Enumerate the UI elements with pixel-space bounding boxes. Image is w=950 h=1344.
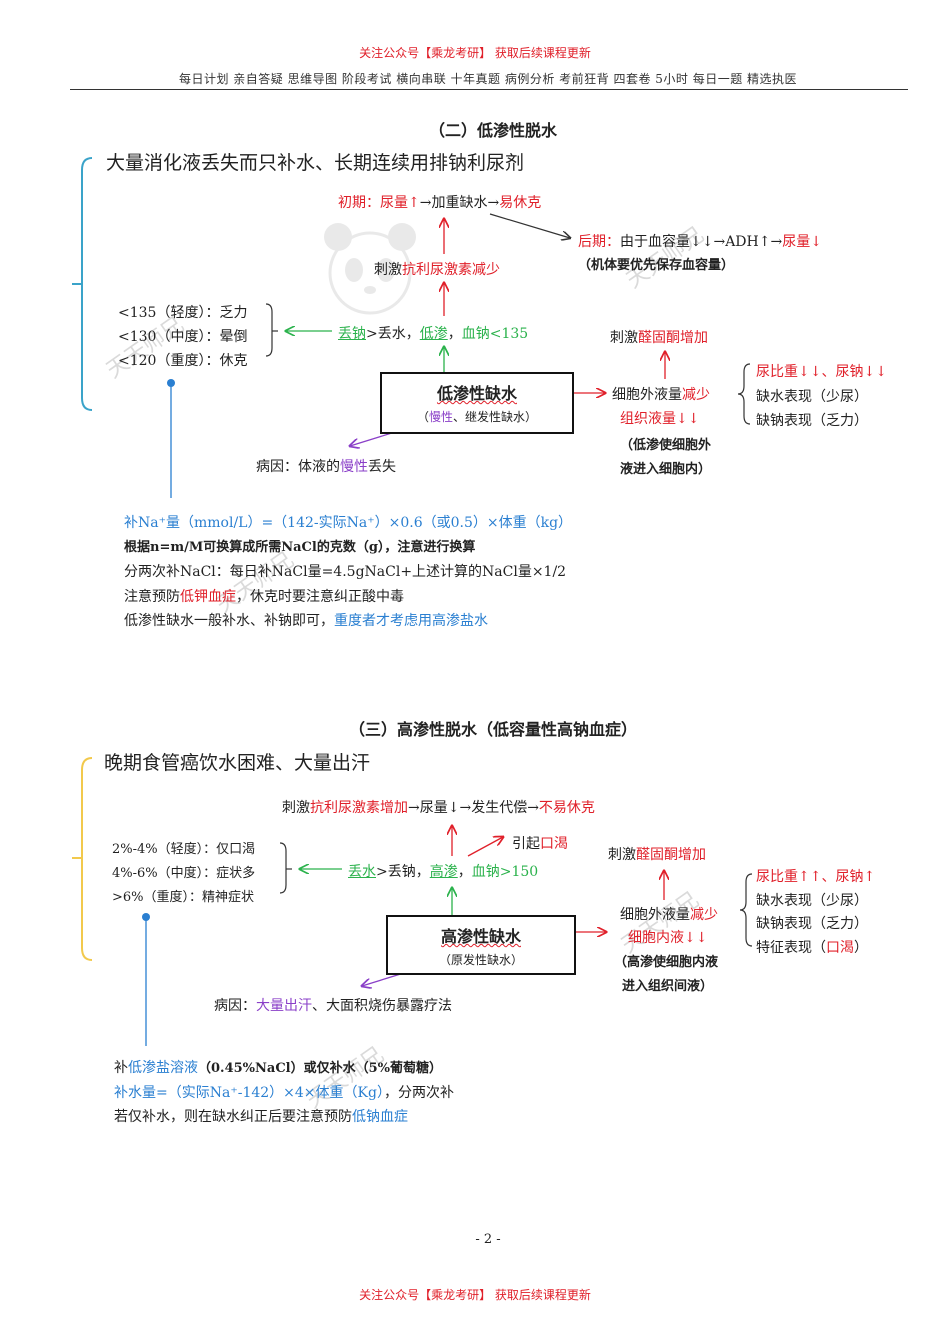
s2-late-note: （机体要优先保存血容量） xyxy=(578,258,735,273)
s3-severity-list: 2%-4%（轻度）：仅口渴 4%-6%（中度）：症状多 >6%（重度）：精神症状 xyxy=(112,838,255,910)
section2-title: （二）低渗性脱水 xyxy=(428,121,557,140)
section3-title: （三）高渗性脱水（低容量性高钠血症） xyxy=(348,720,637,739)
treatment-line: 补低渗盐溶液（0.45%NaCl）或仅补水（5%葡萄糖） xyxy=(114,1060,443,1076)
treatment-line: 补水量=（实际Na⁺-142）×4×体重（Kg），分两次补 xyxy=(114,1085,454,1101)
s2-late-phase: 后期：由于血容量↓↓→ADH↑→尿量↓ xyxy=(578,234,822,250)
section2-cause: 大量消化液丢失而只补水、长期连续用排钠利尿剂 xyxy=(106,152,525,174)
section3-cause: 晚期食管癌饮水困难、大量出汗 xyxy=(104,752,371,774)
s3-mechanism: 丢水>丢钠，高渗，血钠>150 xyxy=(348,864,539,880)
s3-etiology: 病因：大量出汗、大面积烧伤暴露疗法 xyxy=(214,998,452,1014)
s3-core-box: 高渗性缺水 （原发性缺水） xyxy=(386,915,576,975)
s3-urine: 尿比重↑↑、尿钠↑ xyxy=(756,869,876,885)
s2-ecf-note1: （低渗使细胞外 xyxy=(620,438,712,453)
s2-etiology: 病因：体液的慢性丢失 xyxy=(256,459,396,475)
s2-ecf-note2: 液进入细胞内） xyxy=(620,462,712,477)
s2-core-box: 低渗性缺水 （慢性、继发性缺水） xyxy=(380,372,574,434)
treatment-line: 分两次补NaCl：每日补NaCl量=4.5gNaCl+上述计算的NaCl量×1/… xyxy=(124,564,567,580)
severity-item: >6%（重度）：精神症状 xyxy=(112,890,255,905)
treatment-line: 若仅补水，则在缺水纠正后要注意预防低钠血症 xyxy=(114,1109,408,1125)
s3-box-title: 高渗性缺水 xyxy=(440,927,521,946)
s2-severity-list: <135（轻度）：乏力 <130（中度）：晕倒 <120（重度）：休克 xyxy=(118,301,247,373)
s3-ecf: 细胞外液量减少 xyxy=(620,907,718,923)
treatment-line: 注意预防低钾血症，休克时要注意纠正酸中毒 xyxy=(124,588,404,605)
s3-box-subtitle: （原发性缺水） xyxy=(438,953,523,967)
s3-aldo-stim: 刺激醛固酮增加 xyxy=(608,847,706,863)
s2-sodium-sign: 缺钠表现（乏力） xyxy=(756,413,868,429)
page-number: - 2 - xyxy=(475,1232,501,1247)
s2-box-subtitle: （慢性、继发性缺水） xyxy=(416,410,538,424)
header-subtitle: 每日计划 亲自答疑 思维导图 阶段考试 横向串联 十年真题 病例分析 考前狂背 … xyxy=(178,72,798,86)
treatment-line: 低渗性缺水一般补水、补钠即可，重度者才考虑用高渗盐水 xyxy=(124,613,488,629)
header-promo: 关注公众号【乘龙考研】 获取后续课程更新 xyxy=(359,46,591,60)
severity-item: <130（中度）：晕倒 xyxy=(118,329,248,345)
footer-promo: 关注公众号【乘龙考研】 获取后续课程更新 xyxy=(359,1288,591,1302)
s3-feature-sign: 特征表现（口渴） xyxy=(756,940,868,956)
s2-aldo-stim: 刺激醛固酮增加 xyxy=(610,330,708,346)
severity-item: 4%-6%（中度）：症状多 xyxy=(112,866,256,881)
s3-treatment: 补低渗盐溶液（0.45%NaCl）或仅补水（5%葡萄糖） 补水量=（实际Na⁺-… xyxy=(114,1056,454,1129)
severity-item: <120（重度）：休克 xyxy=(118,353,248,369)
s2-ecf: 细胞外液量减少 xyxy=(612,387,710,403)
s3-ecf-note2: 进入组织间液） xyxy=(622,979,714,994)
s2-urine: 尿比重↓↓、尿钠↓↓ xyxy=(756,364,887,380)
s2-isf: 组织液量↓↓ xyxy=(620,411,700,427)
severity-item: <135（轻度）：乏力 xyxy=(118,305,248,321)
s3-thirst: 引起口渴 xyxy=(512,836,568,852)
s2-adh-stim: 刺激抗利尿激素减少 xyxy=(374,262,500,278)
s3-adh-stim: 刺激抗利尿激素增加→尿量↓→发生代偿→不易休克 xyxy=(282,800,595,816)
s3-water-sign: 缺水表现（少尿） xyxy=(756,893,868,909)
s2-early-phase: 初期：尿量↑→加重缺水→易休克 xyxy=(338,195,542,211)
s3-sodium-sign: 缺钠表现（乏力） xyxy=(756,916,868,932)
s2-box-title: 低渗性缺水 xyxy=(436,384,517,403)
s2-treatment: 补Na⁺量（mmol/L）=（142-实际Na⁺）×0.6（或0.5）×体重（k… xyxy=(124,511,572,634)
treatment-line: 根据n=m/M可换算成所需NaCl的克数（g），注意进行换算 xyxy=(124,539,476,555)
s3-icf: 细胞内液↓↓ xyxy=(628,930,708,946)
s2-water-sign: 缺水表现（少尿） xyxy=(756,389,868,405)
s3-ecf-note1: （高渗使细胞内液 xyxy=(614,955,719,970)
panda-watermark-icon xyxy=(324,223,416,315)
s2-mechanism: 丢钠>丢水，低渗，血钠<135 xyxy=(338,326,529,342)
header-rule xyxy=(70,89,908,90)
treatment-line: 补Na⁺量（mmol/L）=（142-实际Na⁺）×0.6（或0.5）×体重（k… xyxy=(124,515,573,531)
severity-item: 2%-4%（轻度）：仅口渴 xyxy=(112,842,256,857)
